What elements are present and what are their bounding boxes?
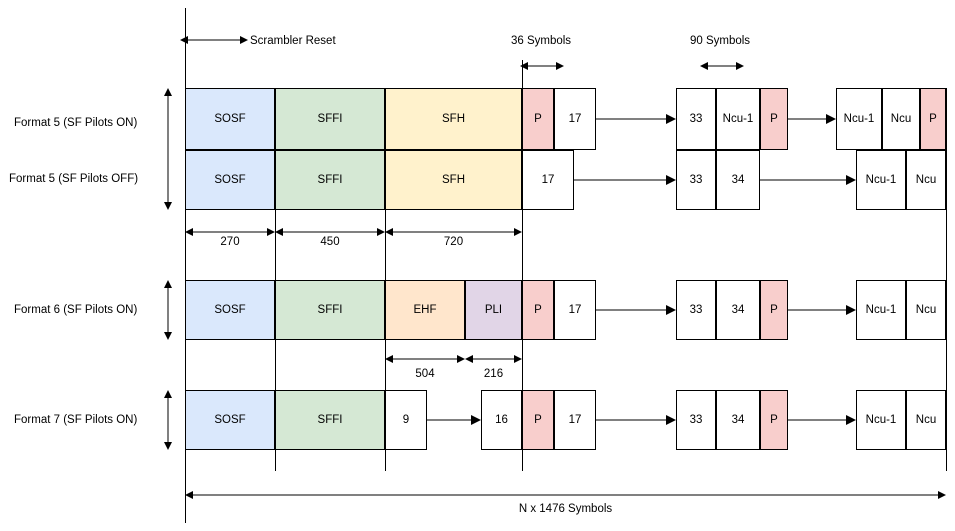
row3-block-ncu: Ncu — [906, 280, 946, 340]
row-label-format7-on: Format 7 (SF Pilots ON) — [14, 414, 138, 426]
row4-block-17: 17 — [554, 390, 596, 450]
total-span-label: N x 1476 Symbols — [518, 503, 613, 515]
row-bracket-format7 — [164, 390, 172, 450]
row4-block-34: 34 — [716, 390, 760, 450]
dim-450-arrow — [275, 228, 385, 236]
row-bracket-format6 — [164, 280, 172, 340]
row3-pilot-2: P — [760, 280, 788, 340]
row2-block-33: 33 — [676, 150, 716, 210]
row-label-format5-off: Format 5 (SF Pilots OFF) — [9, 173, 139, 185]
row3-pli: PLI — [465, 280, 522, 340]
row2-sosf: SOSF — [185, 150, 275, 210]
dim-450-label: 450 — [320, 236, 340, 248]
total-span-arrow — [185, 491, 946, 499]
dim-270-arrow — [185, 228, 275, 236]
row1-block-ncu-1-b: Ncu-1 — [836, 88, 882, 150]
dim-504-label: 504 — [415, 368, 435, 380]
row1-block-ncu-1: Ncu-1 — [716, 88, 760, 150]
row4-sffi: SFFI — [275, 390, 385, 450]
scrambler-reset-arrow — [180, 36, 248, 44]
row1-sfh: SFH — [385, 88, 522, 150]
row1-pilot-2: P — [760, 88, 788, 150]
row3-sffi: SFFI — [275, 280, 385, 340]
dim-720-label: 720 — [443, 236, 464, 248]
symbols-90-label: 90 Symbols — [689, 35, 751, 47]
dim-270-label: 270 — [220, 236, 240, 248]
row2-block-17: 17 — [522, 150, 574, 210]
row3-block-34: 34 — [716, 280, 760, 340]
row3-connector-2 — [788, 305, 856, 315]
dim-216-arrow — [465, 355, 522, 363]
guide-sfh-right — [522, 60, 523, 471]
row2-sffi: SFFI — [275, 150, 385, 210]
dim-720-arrow — [385, 228, 522, 236]
guide-sffi-right — [385, 88, 386, 471]
symbols-36-arrow — [520, 62, 564, 70]
row3-ehf: EHF — [385, 280, 465, 340]
row3-sosf: SOSF — [185, 280, 275, 340]
row1-block-17: 17 — [554, 88, 596, 150]
row-label-format6-on: Format 6 (SF Pilots ON) — [14, 304, 138, 316]
row2-block-34: 34 — [716, 150, 760, 210]
row1-block-33: 33 — [676, 88, 716, 150]
row4-block-ncu: Ncu — [906, 390, 946, 450]
row4-sosf: SOSF — [185, 390, 275, 450]
guide-sosf-right — [275, 88, 276, 471]
row2-block-ncu-1: Ncu-1 — [856, 150, 906, 210]
row2-block-ncu: Ncu — [906, 150, 946, 210]
row4-connector-1 — [596, 415, 676, 425]
row4-block-16: 16 — [481, 390, 522, 450]
guide-left-edge — [185, 8, 186, 523]
scrambler-reset-label: Scrambler Reset — [250, 35, 336, 47]
row4-connector-0 — [427, 415, 481, 425]
row4-block-33: 33 — [676, 390, 716, 450]
row-label-format5-on: Format 5 (SF Pilots ON) — [14, 117, 138, 129]
row4-connector-2 — [788, 415, 856, 425]
row3-pilot-1: P — [522, 280, 554, 340]
row3-block-33: 33 — [676, 280, 716, 340]
row1-sosf: SOSF — [185, 88, 275, 150]
row1-pilot-3: P — [920, 88, 946, 150]
row1-connector-1 — [596, 114, 676, 124]
row3-connector-1 — [596, 305, 676, 315]
symbols-36-label: 36 Symbols — [510, 35, 572, 47]
dim-504-arrow — [385, 355, 465, 363]
row1-block-ncu: Ncu — [882, 88, 920, 150]
row4-block-9: 9 — [385, 390, 427, 450]
row3-block-ncu-1: Ncu-1 — [856, 280, 906, 340]
row2-sfh: SFH — [385, 150, 522, 210]
row3-block-17: 17 — [554, 280, 596, 340]
guide-right-edge — [946, 88, 947, 471]
row1-connector-2 — [788, 114, 836, 124]
row2-connector-2 — [760, 175, 856, 185]
row1-sffi: SFFI — [275, 88, 385, 150]
row4-pilot-2: P — [760, 390, 788, 450]
row4-pilot-1: P — [522, 390, 554, 450]
row4-block-ncu-1: Ncu-1 — [856, 390, 906, 450]
row1-pilot-1: P — [522, 88, 554, 150]
row-bracket-format5 — [164, 88, 172, 210]
dim-216-label: 216 — [483, 368, 504, 380]
symbols-90-arrow — [700, 62, 744, 70]
row2-connector-1 — [574, 175, 676, 185]
